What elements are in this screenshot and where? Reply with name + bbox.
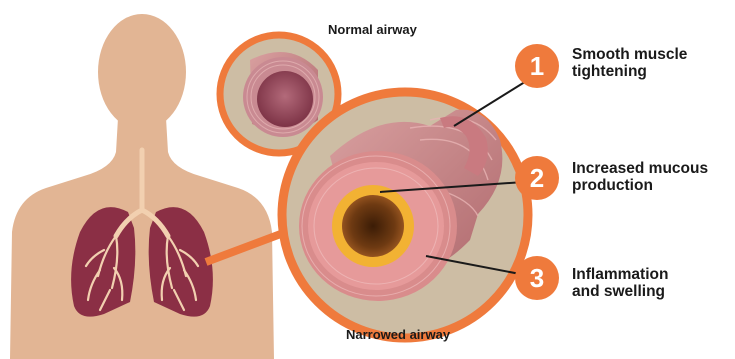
narrowed-airway-icon — [282, 92, 528, 338]
step-2-label: Increased mucous production — [572, 160, 708, 194]
step-2-label-line1: Increased mucous — [572, 160, 708, 177]
step-2-badge: 2 — [515, 156, 559, 200]
step-1-label: Smooth muscle tightening — [572, 46, 687, 80]
normal-airway-label: Normal airway — [328, 22, 417, 37]
step-3-label-line2: and swelling — [572, 283, 668, 300]
step-1-label-line1: Smooth muscle — [572, 46, 687, 63]
step-2-label-line2: production — [572, 177, 708, 194]
step-3-badge: 3 — [515, 256, 559, 300]
step-3-label-line1: Inflammation — [572, 266, 668, 283]
step-1-label-line2: tightening — [572, 63, 687, 80]
step-3-label: Inflammation and swelling — [572, 266, 668, 300]
narrowed-airway-label: Narrowed airway — [346, 327, 450, 342]
step-1-badge: 1 — [515, 44, 559, 88]
